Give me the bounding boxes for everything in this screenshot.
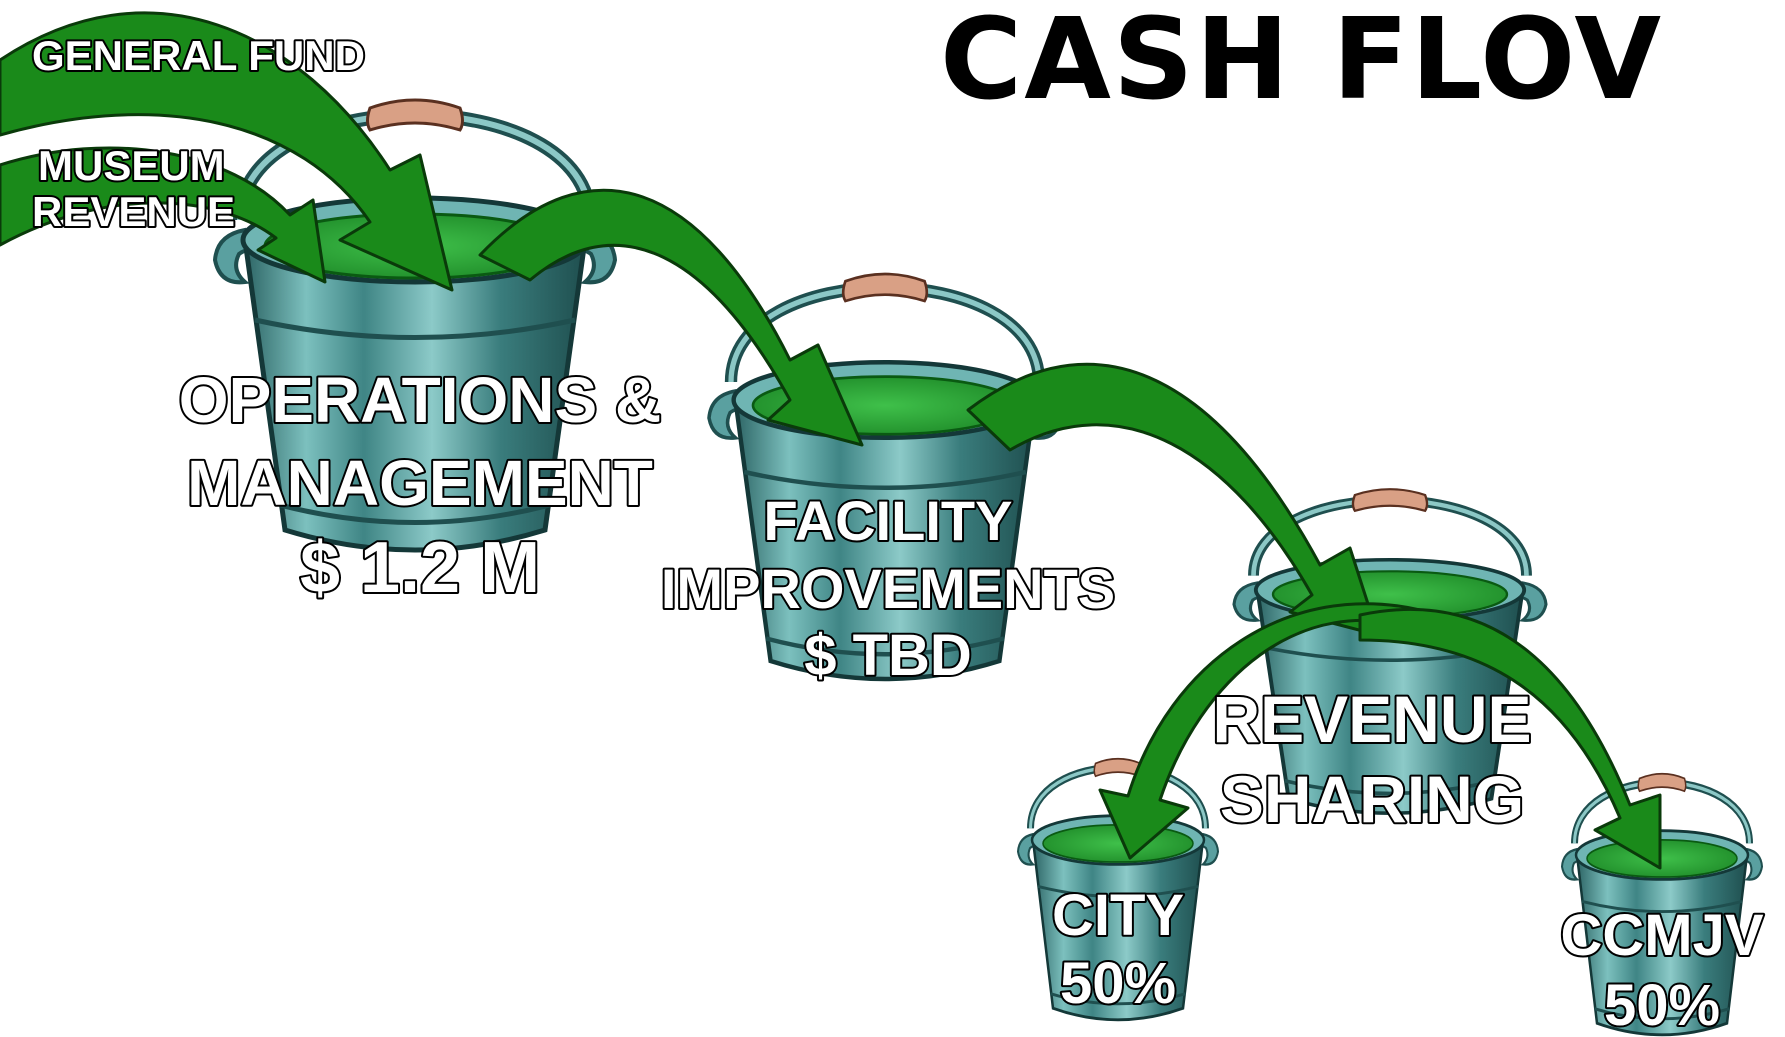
revenue-sharing-label-line2: SHARING	[1220, 762, 1524, 836]
city-percent: 50%	[1060, 951, 1176, 1016]
arrow-revenue-to-city	[1098, 602, 1422, 860]
flow-arrows	[0, 11, 1662, 870]
arrow-museum-revenue	[0, 146, 327, 284]
ccmjv-percent: 50%	[1604, 973, 1720, 1037]
source-general-fund-label: GENERAL FUND	[32, 32, 365, 79]
facility-label-line2: IMPROVEMENTS	[661, 557, 1115, 620]
city-label: CITY	[1052, 883, 1184, 948]
arrow-general-fund	[0, 11, 454, 292]
source-museum-revenue-line2: REVENUE	[32, 188, 235, 235]
operations-label-line2: MANAGEMENT	[187, 447, 653, 519]
source-museum-revenue-line1: MUSEUM	[38, 142, 225, 189]
arrow-revenue-to-ccmjv	[1358, 608, 1662, 870]
ccmjv-label: CCMJV	[1560, 903, 1763, 968]
facility-amount: $ TBD	[804, 623, 972, 688]
operations-label-line1: OPERATIONS &	[179, 364, 661, 436]
facility-label-line1: FACILITY	[764, 489, 1013, 552]
arrow-operations-to-facility	[478, 188, 864, 447]
operations-amount: $ 1.2 M	[300, 528, 540, 608]
revenue-sharing-label-line1: REVENUE	[1212, 682, 1531, 756]
page-title: CASH FLOV	[940, 0, 1663, 125]
